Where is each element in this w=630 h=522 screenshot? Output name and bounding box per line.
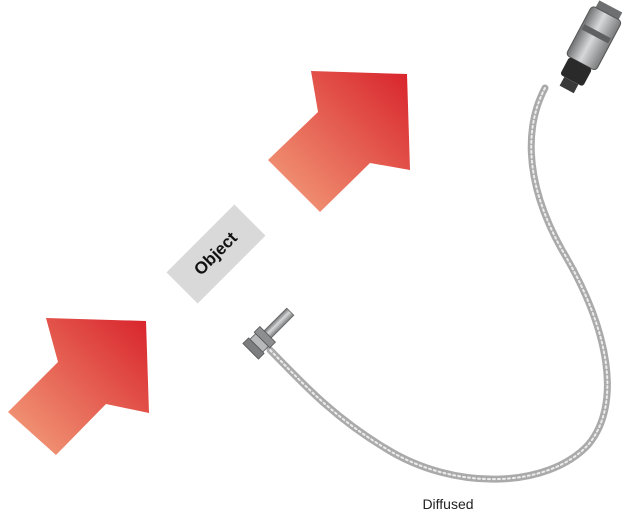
lower-arrow-icon [8, 318, 149, 455]
upper-arrow-icon [268, 71, 410, 212]
diffused-caption: Diffused [398, 496, 498, 512]
sensor-amplifier-icon [552, 0, 626, 97]
